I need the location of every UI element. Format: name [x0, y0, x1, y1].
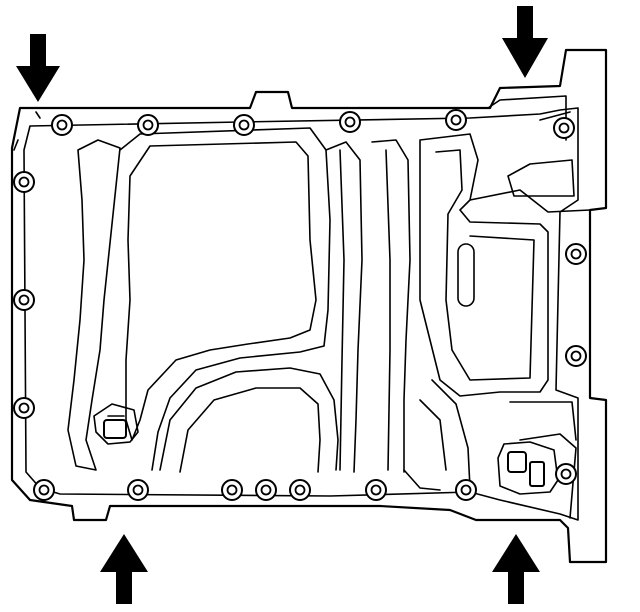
pan-outer-outline: [10, 48, 608, 564]
oil-level-sensor: [497, 441, 559, 495]
drain-plug: [93, 403, 139, 445]
flange-tab-left: [13, 111, 41, 151]
arrow-bottom-right: [492, 534, 540, 604]
right-bracket-lower: [509, 401, 577, 519]
panel-slot: [457, 243, 475, 307]
arrow-top-left: [16, 34, 60, 102]
bolt-holes: [13, 109, 587, 501]
right-bracket-upper: [469, 95, 591, 213]
lower-bowl-inner: [179, 387, 321, 473]
center-channel-right: [371, 139, 411, 473]
pan-flange-inner-edge: [23, 107, 579, 521]
center-channel-left: [325, 141, 363, 473]
left-rib: [67, 139, 121, 471]
upper-right-pocket: [507, 159, 575, 197]
arrow-bottom-left: [100, 534, 148, 604]
lower-right-ribs: [403, 379, 471, 491]
right-center-panel-inner: [435, 149, 535, 381]
sump-well-inner: [119, 127, 331, 471]
arrow-top-right: [502, 6, 548, 78]
lower-bowl-rib: [159, 367, 339, 471]
sump-well: [125, 141, 317, 441]
right-center-panel: [419, 133, 549, 397]
